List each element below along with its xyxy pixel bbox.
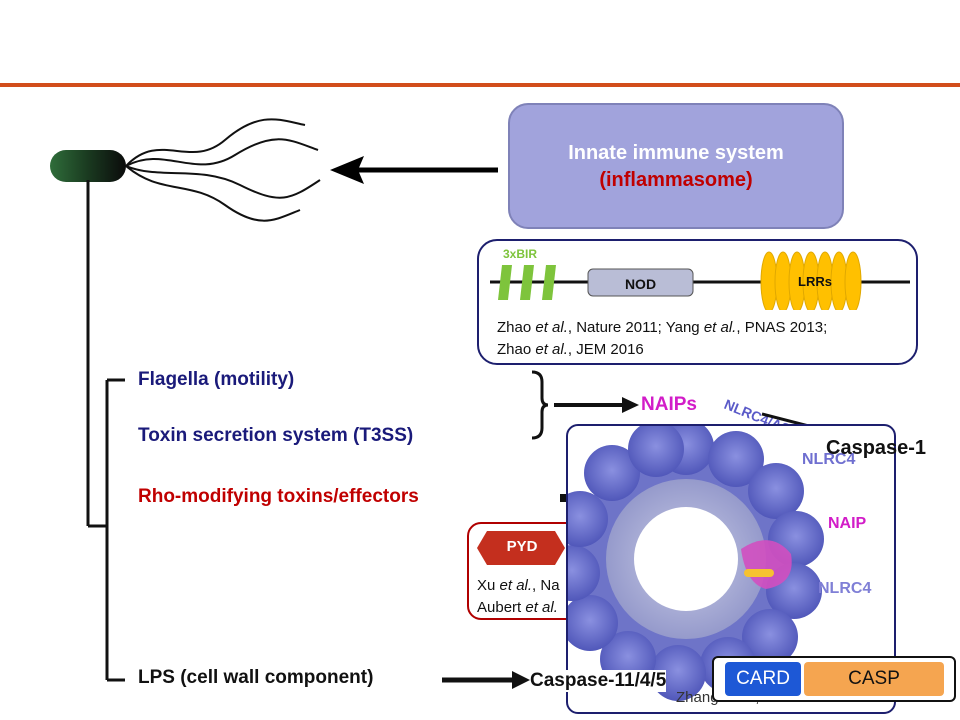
pyrin-citation-1: Xu et al., Na xyxy=(477,577,560,594)
casp-domain: CASP xyxy=(804,662,944,696)
innate-subtitle: (inflammasome) xyxy=(599,169,753,191)
caspase11-label: Caspase-11/4/5 xyxy=(530,670,667,692)
arrow-to-caspase11 xyxy=(442,671,530,689)
lps-label: LPS (cell wall component) xyxy=(138,667,374,688)
pyd-domain-shape xyxy=(477,531,565,565)
header-divider xyxy=(0,83,960,87)
lrrs-label: LRRs xyxy=(798,274,832,289)
rho-arrow-stub xyxy=(560,494,568,502)
naip-citation-2: Zhao et al., JEM 2016 xyxy=(497,341,644,358)
nlrc4-top-label: NLRC4 xyxy=(802,451,856,468)
naip-citation-1: Zhao et al., Nature 2011; Yang et al., P… xyxy=(497,319,828,336)
t3ss-label: Toxin secretion system (T3SS) xyxy=(138,425,414,446)
tree-connector xyxy=(86,180,125,682)
caspase1-label: Caspase-1 xyxy=(826,437,927,459)
innate-title: Innate immune system xyxy=(568,142,784,164)
arrow-to-bacterium xyxy=(330,156,498,184)
bir-label: 3xBIR xyxy=(503,247,538,261)
innate-immune-box: Innate immune system (inflammasome) xyxy=(508,103,844,229)
nlrc4-bottom-label: NLRC4 xyxy=(818,580,872,597)
bacterium-icon xyxy=(50,118,321,222)
naips-label: NAIPs xyxy=(641,394,697,415)
inflammasome-structure-box xyxy=(566,424,896,714)
pyd-label: PYD xyxy=(506,538,538,555)
naip-label: NAIP xyxy=(828,515,867,532)
inflammasome-wheel-image xyxy=(568,426,824,701)
pyrin-citation-2: Aubert et al. xyxy=(477,599,558,616)
brace-arrow-to-naips xyxy=(531,370,639,440)
nod-label: NOD xyxy=(624,276,657,292)
card-domain: CARD xyxy=(725,662,801,696)
flagella-label: Flagella (motility) xyxy=(138,369,295,390)
rho-label: Rho-modifying toxins/effectors xyxy=(138,486,419,507)
naip-domain-diagram xyxy=(490,251,910,310)
